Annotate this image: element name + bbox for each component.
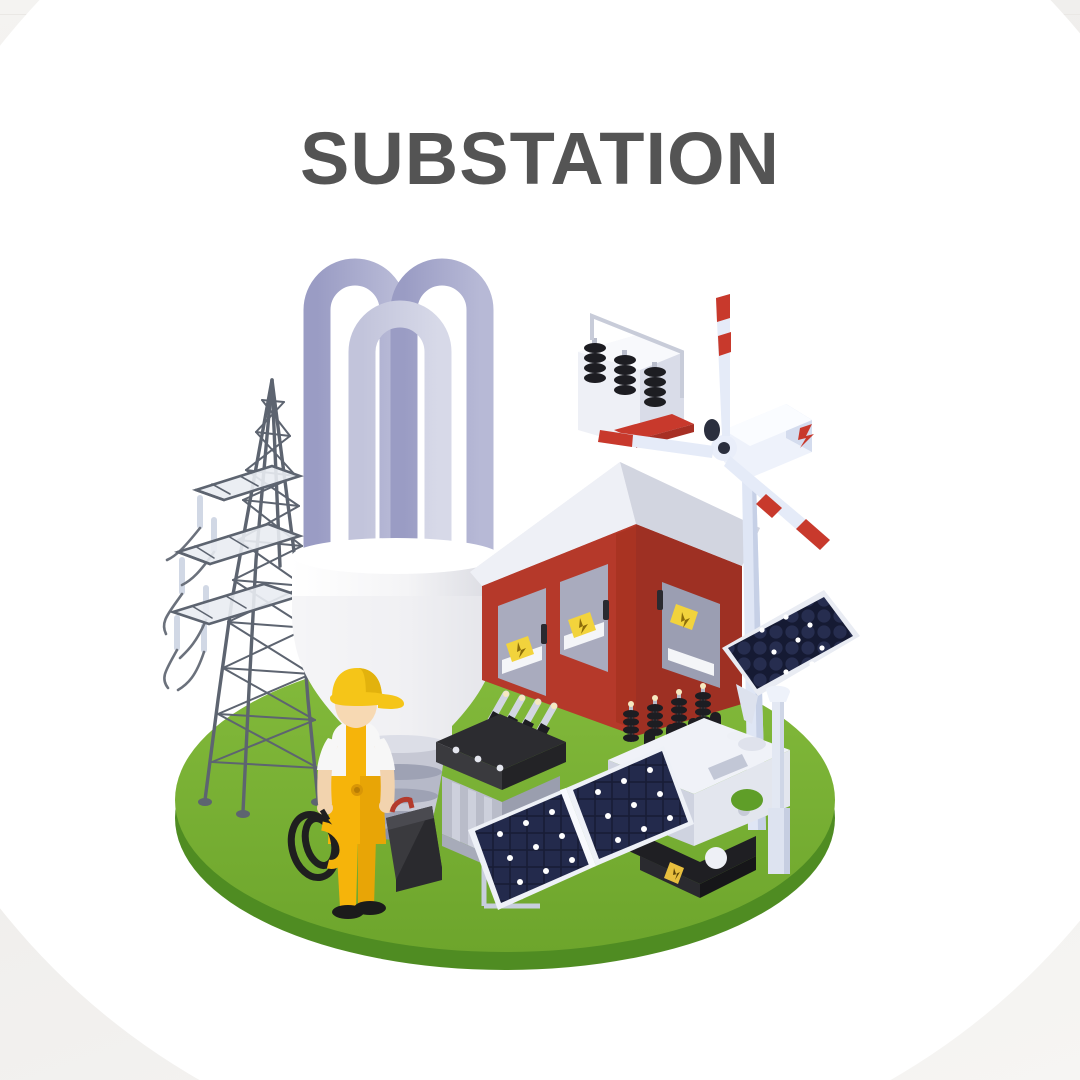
bushing	[623, 701, 639, 742]
bushing	[644, 362, 666, 407]
hazard-sign-icon	[670, 604, 698, 630]
bushing	[614, 350, 636, 395]
street-light-icon	[766, 685, 790, 874]
door-panel	[560, 564, 609, 672]
cable-coil-icon	[287, 810, 341, 882]
substation-building-icon	[470, 313, 760, 736]
bushing	[695, 683, 711, 724]
bushing	[584, 338, 606, 383]
solar-panel-front-icon	[468, 746, 694, 910]
bushing	[671, 689, 687, 730]
roof-transformer-icon	[578, 313, 694, 448]
transmission-tower-icon	[162, 378, 325, 818]
page-title: SUBSTATION	[299, 117, 780, 200]
worker-icon	[287, 668, 442, 919]
bushing	[647, 695, 663, 736]
toolbox-icon	[386, 797, 442, 892]
bush-icon	[731, 789, 763, 811]
door-panel	[498, 588, 547, 696]
door-panel	[657, 582, 720, 688]
solar-panel-back-icon	[722, 590, 860, 724]
